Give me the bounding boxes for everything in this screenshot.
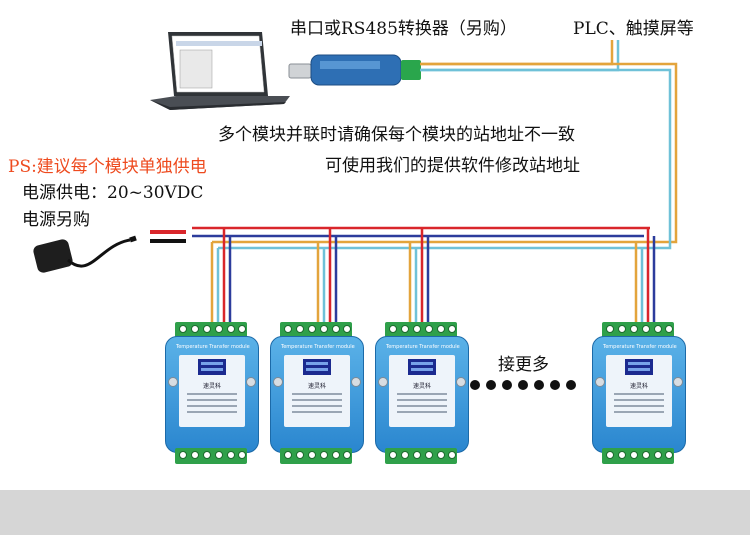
module-device-icon: Temperature Transfer module 速灵科: [270, 318, 364, 468]
power-supply-label: 电源供电：20~30VDC: [22, 183, 204, 203]
laptop-icon: [150, 32, 290, 110]
module-drop-wires: [210, 228, 656, 322]
connect-more-label: 接更多: [498, 355, 549, 375]
module-brand: 速灵科: [307, 383, 326, 390]
power-purchase-label: 电源另购: [22, 210, 90, 230]
station-address-note-1: 多个模块并联时请确保每个模块的站地址不一致: [218, 125, 575, 145]
terminal-block-top: [385, 322, 457, 338]
module-title: Temperature Transfer module: [176, 344, 250, 350]
ps-advice-label: PS:建议每个模块单独供电: [8, 157, 207, 177]
ellipsis-dot: [550, 380, 560, 390]
module-display: [198, 359, 226, 375]
module-display: [408, 359, 436, 375]
terminal-block-top: [602, 322, 674, 338]
station-address-note-2: 可使用我们的提供软件修改站地址: [325, 156, 580, 176]
module-brand: 速灵科: [629, 383, 648, 390]
terminal-block-bottom: [280, 448, 352, 464]
converter-label: 串口或RS485转换器（另购）: [290, 19, 517, 39]
plc-label: PLC、触摸屏等: [573, 19, 694, 39]
module-title: Temperature Transfer module: [281, 344, 355, 350]
ellipsis-dot: [470, 380, 480, 390]
module-device-icon: Temperature Transfer module 速灵科: [592, 318, 686, 468]
terminal-block-bottom: [385, 448, 457, 464]
module-title: Temperature Transfer module: [386, 344, 460, 350]
module-brand: 速灵科: [412, 383, 431, 390]
terminal-block-top: [175, 322, 247, 338]
usb-rs485-converter-icon: [288, 54, 421, 86]
module-device-icon: Temperature Transfer module 速灵科: [375, 318, 469, 468]
power-adapter-icon: [33, 235, 137, 273]
bottom-band: [0, 490, 750, 535]
terminal-block-bottom: [175, 448, 247, 464]
module-brand: 速灵科: [202, 383, 221, 390]
module-device-icon: Temperature Transfer module 速灵科: [165, 318, 259, 468]
terminal-block-top: [280, 322, 352, 338]
module-title: Temperature Transfer module: [603, 344, 677, 350]
module-display: [303, 359, 331, 375]
ellipsis-dot: [534, 380, 544, 390]
ellipsis-dot: [518, 380, 528, 390]
ellipsis-dot: [486, 380, 496, 390]
ellipsis-dot: [502, 380, 512, 390]
terminal-block-bottom: [602, 448, 674, 464]
module-display: [625, 359, 653, 375]
ellipsis-dot: [566, 380, 576, 390]
